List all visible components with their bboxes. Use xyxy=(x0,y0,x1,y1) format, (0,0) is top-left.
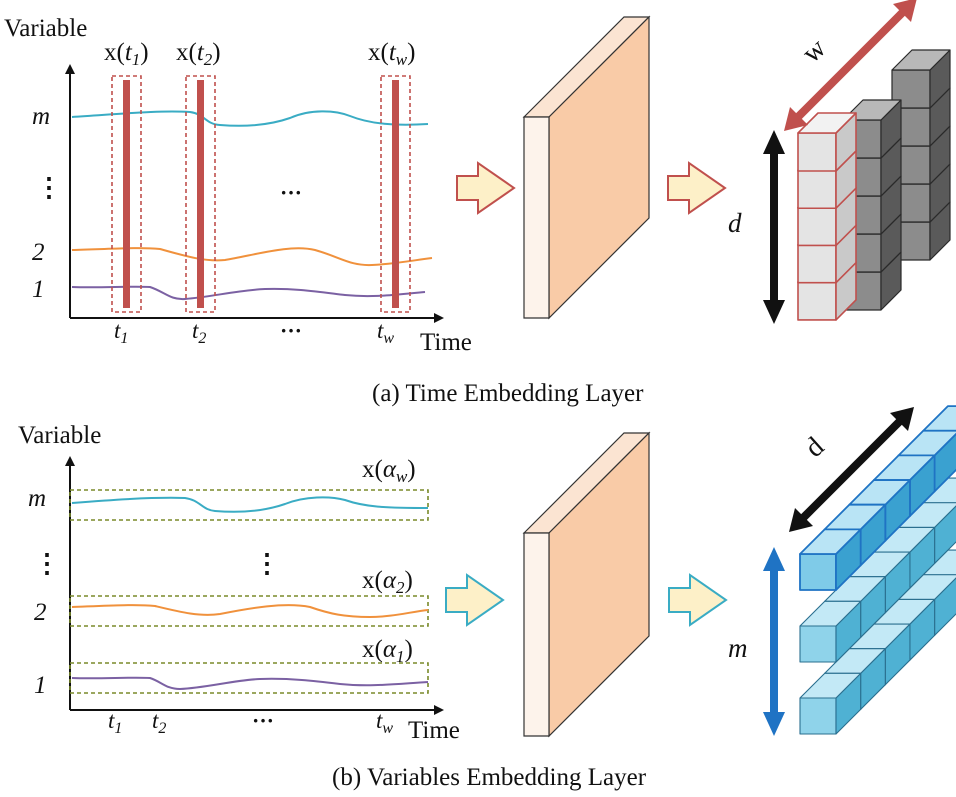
depth-arrow-icon xyxy=(763,130,785,324)
x-tick-t1: t1 xyxy=(108,708,122,737)
window-box-t1 xyxy=(111,75,142,313)
row-label-alpha-1: x(α1) xyxy=(362,636,413,666)
embedding-layer-plate xyxy=(522,15,651,320)
flow-arrow-icon xyxy=(668,573,728,627)
cube-front xyxy=(797,132,837,172)
cube-top xyxy=(799,528,862,555)
cube-front xyxy=(799,553,837,591)
cube-top xyxy=(799,600,862,627)
tensor-height-label: m xyxy=(728,633,748,663)
embedding-layer-plate xyxy=(522,431,651,738)
x-tick-t2: t2 xyxy=(192,318,206,347)
window-label-t2: x(t2) xyxy=(176,39,221,69)
y-tick-1: 1 xyxy=(34,672,47,699)
y-tick-2: 2 xyxy=(34,599,47,626)
height-arrow-icon xyxy=(763,547,785,736)
row-label-alpha-2: x(α2) xyxy=(362,567,413,597)
tensor-width-label: w xyxy=(796,32,832,69)
window-box-t2 xyxy=(185,75,216,313)
flow-arrow-icon xyxy=(456,161,516,215)
cube-top xyxy=(842,99,902,121)
time-embedding-tensor xyxy=(797,49,951,321)
x-tick-tw: tw xyxy=(376,708,393,737)
series-2 xyxy=(71,247,433,267)
caption-a: (a) Time Embedding Layer xyxy=(372,380,644,407)
series-2 xyxy=(71,604,429,619)
cube-front xyxy=(799,697,837,735)
cube-front xyxy=(799,625,837,663)
series-m xyxy=(71,110,429,127)
x-tick-dots: ··· xyxy=(280,318,302,343)
window-label-t1: x(t1) xyxy=(104,39,149,69)
y-tick-1: 1 xyxy=(32,276,45,303)
window-box-tw xyxy=(380,75,411,313)
y-tick-dots: ⋮ xyxy=(34,549,60,578)
y-tick-m: m xyxy=(28,485,46,512)
depth-arrow-icon xyxy=(789,407,914,532)
x-tick-t1: t1 xyxy=(114,318,128,347)
row-box-2 xyxy=(69,595,429,627)
flow-arrow-icon xyxy=(445,573,505,627)
cube-top xyxy=(891,49,951,71)
series-m xyxy=(71,496,429,513)
y-axis-label: Variable xyxy=(4,15,87,42)
flow-arrow-icon xyxy=(667,161,727,215)
cube-front xyxy=(797,169,837,210)
panel-b: Variable Time m ⋮ 2 1 t1 t2 ··· tw ⋮ x(α… xyxy=(18,405,956,791)
x-axis-label: Time xyxy=(420,329,472,356)
row-box-m xyxy=(69,489,429,521)
cube-top xyxy=(797,112,857,134)
series-1 xyxy=(71,285,426,301)
window-label-tw: x(tw) xyxy=(368,39,415,69)
middle-dots: ··· xyxy=(280,180,302,205)
panel-a: Variable Time m ⋮ 2 1 t1 t2 ··· tw ··· x… xyxy=(4,0,951,407)
row-label-alpha-w: x(αw) xyxy=(362,456,416,486)
cube-front xyxy=(797,243,837,284)
caption-b: (b) Variables Embedding Layer xyxy=(332,764,647,791)
cube-front xyxy=(797,206,837,247)
x-axis-label: Time xyxy=(408,717,460,744)
middle-dots: ⋮ xyxy=(254,549,280,578)
series-1 xyxy=(71,676,429,691)
x-tick-tw: tw xyxy=(377,318,394,347)
variable-embedding-tensor xyxy=(799,405,956,735)
width-arrow-icon xyxy=(784,0,917,131)
row-box-1 xyxy=(69,662,429,694)
tensor-depth-label: d xyxy=(728,208,742,238)
x-tick-t2: t2 xyxy=(152,708,166,737)
y-tick-2: 2 xyxy=(32,239,45,266)
cube-top xyxy=(799,672,862,699)
cube-top xyxy=(922,405,956,432)
cube-front xyxy=(797,281,837,321)
y-tick-dots: ⋮ xyxy=(36,173,62,202)
tensor-depth-label: d xyxy=(799,431,830,463)
y-axis-label: Variable xyxy=(18,422,101,449)
x-tick-dots: ··· xyxy=(252,708,274,733)
y-tick-m: m xyxy=(32,103,50,130)
